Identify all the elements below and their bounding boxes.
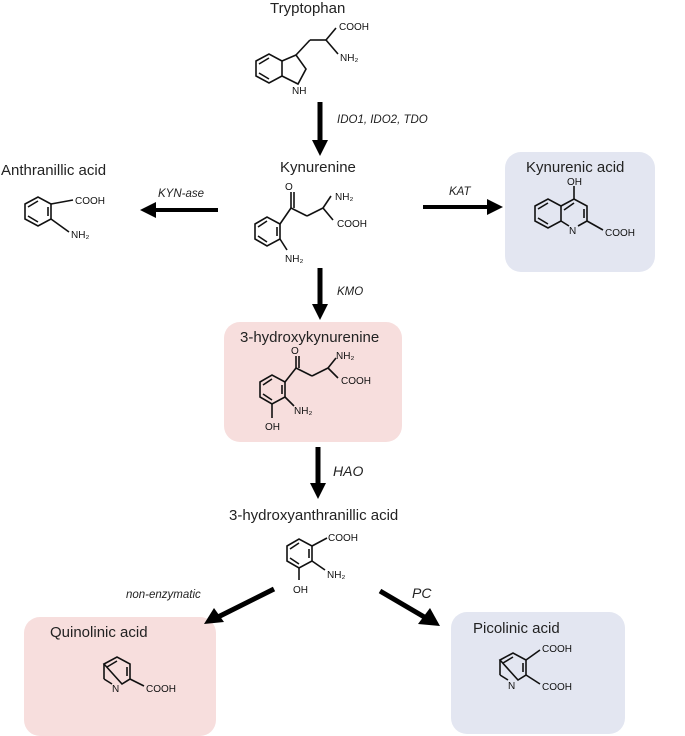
quinolinic-acid-structure: N COOH <box>102 656 176 695</box>
arrow-to-picolinic <box>378 588 440 626</box>
arrow-kynurenine-to-anthranilic <box>140 202 218 218</box>
arrow-kynurenine-to-kynurenic <box>423 199 503 215</box>
anthranilic-cooh: COOH <box>75 196 105 207</box>
arrow-to-quinolinic <box>204 586 276 624</box>
tryptophan-structure: COOH NH₂ NH <box>255 22 369 97</box>
tryptophan-cooh: COOH <box>339 22 369 33</box>
quinolinic-cooh: COOH <box>146 684 176 695</box>
kynurenic-cooh: COOH <box>605 228 635 239</box>
picolinic-n: N <box>508 681 515 692</box>
picolinic-acid-label: Picolinic acid <box>473 620 560 637</box>
kynurenic-n: N <box>569 226 576 237</box>
kynurenine-ketone-o: O <box>285 182 293 193</box>
enzyme-hao-label: HAO <box>333 463 364 479</box>
picolinic-acid-structure: N COOH COOH <box>498 644 572 693</box>
enzyme-pc-label: PC <box>412 585 432 601</box>
anthranilic-acid-structure: COOH NH₂ <box>24 196 105 241</box>
hydroxykynurenine-box <box>224 322 402 442</box>
picolinic-acid-box <box>451 612 625 734</box>
enzyme-kyn-ase-label: KYN-ase <box>158 188 205 200</box>
hydroxyanthranilic-nh2: NH₂ <box>327 570 345 581</box>
tryptophan-nh: NH <box>292 86 306 97</box>
kynurenine-label: Kynurenine <box>280 159 356 176</box>
arrow-hydroxykynurenine-to-hydroxyanthranilic <box>310 447 326 499</box>
picolinic-cooh-top: COOH <box>542 644 572 655</box>
arrow-tryptophan-to-kynurenine <box>312 102 328 156</box>
hydroxykynurenine-cooh: COOH <box>341 376 371 387</box>
hydroxyanthranilic-oh: OH <box>293 585 308 596</box>
quinolinic-acid-label: Quinolinic acid <box>50 624 148 641</box>
enzyme-kmo-label: KMO <box>337 286 364 298</box>
hydroxyanthranilic-acid-label: 3-hydroxyanthranillic acid <box>229 507 399 524</box>
anthranilic-nh2: NH₂ <box>71 230 89 241</box>
tryptophan-nh2: NH₂ <box>340 53 358 64</box>
hydroxyanthranilic-cooh: COOH <box>328 533 358 544</box>
quinolinic-acid-box <box>24 617 216 736</box>
hydroxykynurenine-structure: O NH₂ COOH NH₂ OH <box>259 346 371 433</box>
anthranilic-acid-label: Anthranillic acid <box>1 162 107 179</box>
kynurenine-cooh: COOH <box>337 219 367 230</box>
kynurenic-acid-box <box>505 152 655 272</box>
arrow-kynurenine-to-hydroxykynurenine <box>312 268 328 320</box>
kynurenic-acid-label: Kynurenic acid <box>526 159 625 176</box>
enzyme-non-enzymatic-label: non-enzymatic <box>126 589 201 601</box>
kynurenic-acid-structure: OH N COOH <box>534 177 635 239</box>
kynurenine-structure: O NH₂ COOH NH₂ <box>254 182 367 265</box>
enzyme-ido-tdo-label: IDO1, IDO2, TDO <box>337 114 428 126</box>
enzyme-kat-label: KAT <box>449 186 471 198</box>
kynurenine-nh2-ring: NH₂ <box>285 254 303 265</box>
hydroxykynurenine-ketone-o: O <box>291 346 299 357</box>
hydroxykynurenine-nh2-ring: NH₂ <box>294 406 312 417</box>
picolinic-cooh-bottom: COOH <box>542 682 572 693</box>
hydroxykynurenine-oh: OH <box>265 422 280 433</box>
tryptophan-label: Tryptophan <box>270 0 346 17</box>
hydroxyanthranilic-acid-structure: COOH NH₂ OH <box>286 533 358 596</box>
kynurenic-oh: OH <box>567 177 582 188</box>
quinolinic-n: N <box>112 684 119 695</box>
kynurenine-nh2-side: NH₂ <box>335 192 353 203</box>
hydroxykynurenine-label: 3-hydroxykynurenine <box>240 329 380 346</box>
hydroxykynurenine-nh2-side: NH₂ <box>336 351 354 362</box>
